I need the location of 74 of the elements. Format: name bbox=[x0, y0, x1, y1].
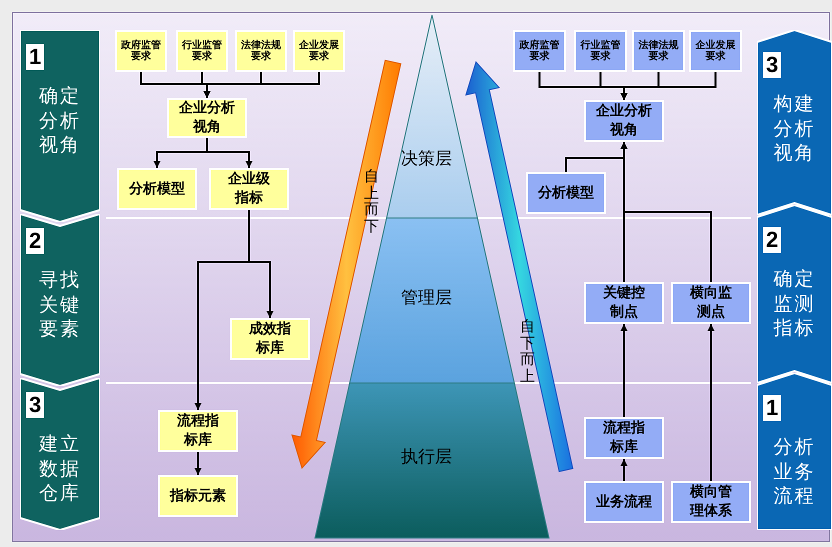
step-number: 1 bbox=[26, 44, 44, 70]
arrow bbox=[708, 324, 714, 482]
step-label: 寻找关键要素 bbox=[39, 268, 81, 342]
process-box bbox=[230, 318, 310, 360]
box-label: 企业分析视角 bbox=[594, 102, 653, 140]
process-box bbox=[671, 282, 751, 324]
process-box bbox=[117, 168, 197, 210]
step-number: 1 bbox=[763, 395, 782, 421]
process-box bbox=[158, 475, 238, 517]
box-label: 法律法规要求 bbox=[240, 40, 282, 62]
step-label: 分析业务流程 bbox=[774, 435, 816, 510]
pyramid-layer bbox=[314, 383, 550, 538]
box-label: 企业发展要求 bbox=[298, 40, 340, 62]
box-label: 法律法规要求 bbox=[638, 40, 680, 62]
step-number: 3 bbox=[763, 52, 782, 78]
box-label: 流程指标库 bbox=[602, 419, 646, 457]
process-box bbox=[584, 282, 664, 324]
process-box bbox=[584, 100, 664, 142]
process-box bbox=[235, 30, 287, 72]
step-label: 建立数据仓库 bbox=[39, 432, 81, 506]
arrow bbox=[620, 142, 712, 282]
process-box bbox=[526, 172, 606, 214]
step-label: 构建分析视角 bbox=[774, 92, 816, 166]
box-label: 行业监管要求 bbox=[181, 40, 223, 62]
process-box bbox=[584, 481, 664, 523]
box-label: 流程指标库 bbox=[176, 412, 220, 450]
box-label: 分析模型 bbox=[536, 184, 595, 202]
step-panel bbox=[20, 378, 100, 530]
box-label: 横向管理体系 bbox=[688, 483, 733, 521]
box-label: 关键控制点 bbox=[602, 284, 646, 322]
step-number: 2 bbox=[763, 227, 782, 253]
box-label: 行业监管要求 bbox=[580, 40, 622, 62]
box-label: 企业分析视角 bbox=[178, 99, 236, 137]
step-label: 确定分析视角 bbox=[39, 84, 81, 158]
pyramid-layer bbox=[386, 15, 478, 219]
layer-label: 管理层 bbox=[401, 287, 452, 310]
box-label: 业务流程 bbox=[594, 492, 653, 512]
process-box bbox=[167, 98, 247, 138]
process-box bbox=[574, 30, 627, 72]
process-box bbox=[158, 410, 238, 452]
arrow bbox=[194, 451, 202, 475]
arrow bbox=[206, 138, 252, 168]
box-label: 指标元素 bbox=[168, 486, 227, 506]
process-box bbox=[689, 30, 742, 72]
layer-label: 决策层 bbox=[401, 148, 452, 171]
arrow bbox=[204, 72, 320, 98]
arrow bbox=[620, 72, 716, 100]
pyramid-layer bbox=[350, 218, 514, 384]
box-label: 横向监测点 bbox=[688, 284, 733, 322]
step-number: 3 bbox=[26, 392, 44, 418]
step-panel bbox=[20, 214, 100, 386]
box-label: 政府监管要求 bbox=[518, 40, 560, 62]
process-box bbox=[671, 481, 751, 523]
process-box bbox=[513, 30, 566, 72]
arrow bbox=[620, 324, 628, 418]
step-panel bbox=[757, 30, 832, 215]
step-label: 确定监测指标 bbox=[774, 267, 816, 342]
step-panel bbox=[20, 30, 100, 222]
box-label: 分析模型 bbox=[128, 180, 186, 198]
process-box bbox=[176, 30, 228, 72]
box-label: 企业发展要求 bbox=[694, 40, 736, 62]
box-label: 成效指标库 bbox=[248, 320, 292, 358]
process-box bbox=[115, 30, 167, 72]
process-box bbox=[584, 417, 664, 459]
step-panel bbox=[757, 205, 832, 383]
process-box bbox=[209, 168, 289, 210]
process-box bbox=[293, 30, 345, 72]
process-box bbox=[632, 30, 685, 72]
box-label: 政府监管要求 bbox=[120, 40, 162, 62]
box-label: 企业级指标 bbox=[226, 170, 271, 208]
layer-label: 执行层 bbox=[401, 446, 452, 469]
arrow bbox=[620, 459, 628, 482]
step-panel bbox=[757, 373, 832, 530]
step-number: 2 bbox=[26, 228, 44, 254]
